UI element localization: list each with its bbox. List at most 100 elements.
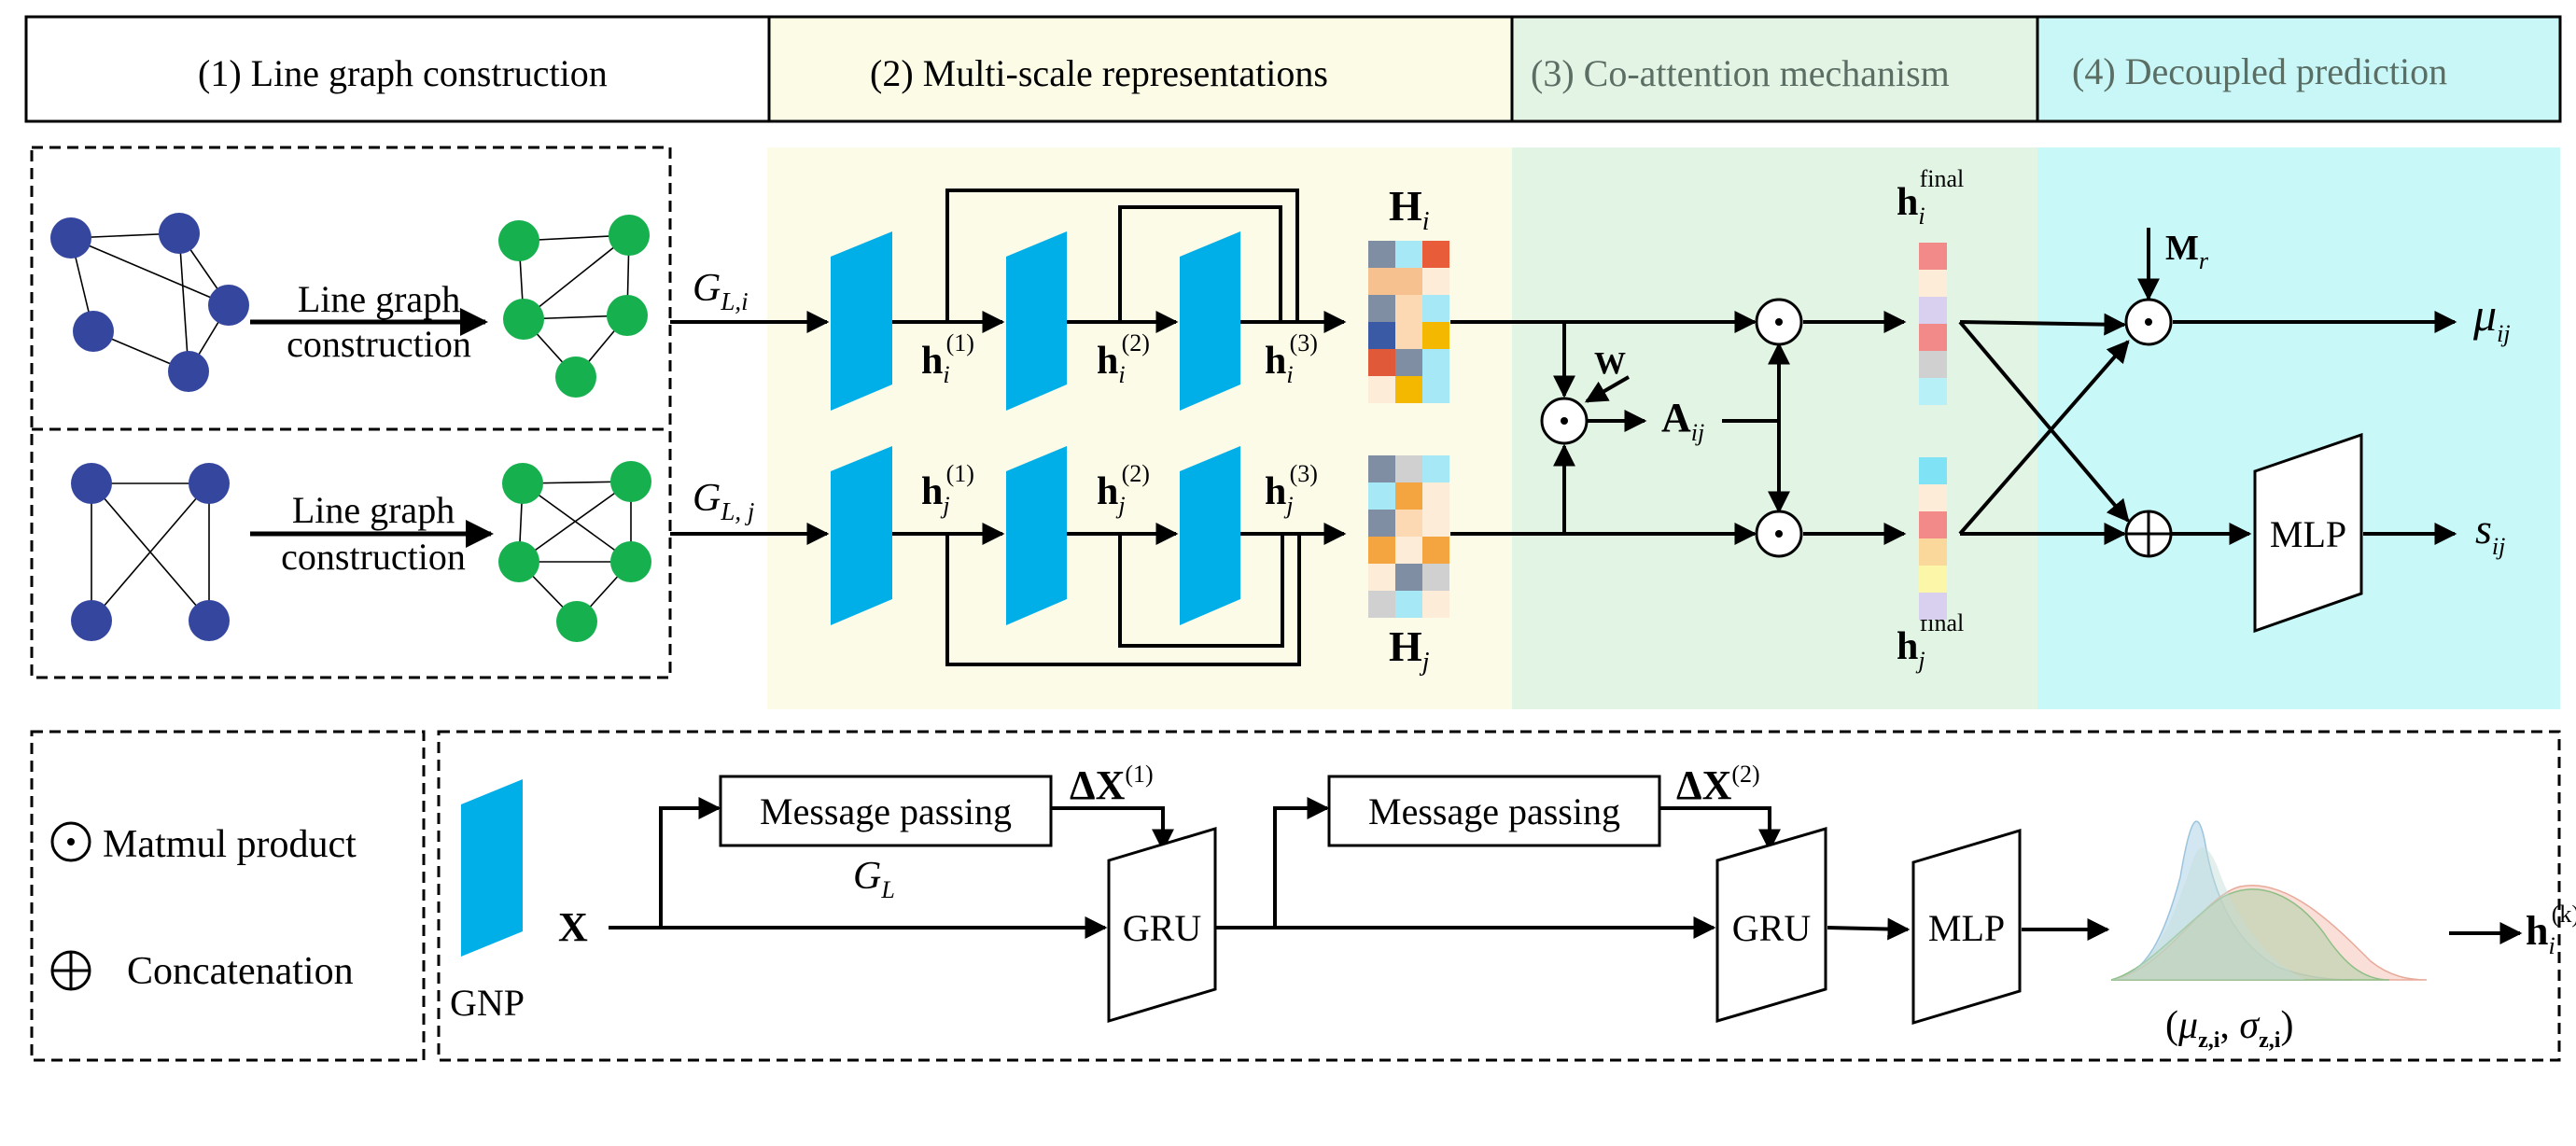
gru-label-2: GRU	[1732, 907, 1812, 949]
matrix-i-cell	[1395, 241, 1422, 268]
matrix-i-cell	[1368, 241, 1395, 268]
h-k-output-label: hi(k)	[2526, 901, 2576, 959]
gnp-block-i-3	[1180, 231, 1240, 411]
matmul-node-j-dot	[1775, 530, 1783, 538]
mlp-block-gnp	[1911, 828, 2022, 1026]
h-final-i-label: hifinal	[1897, 165, 1964, 230]
legend-matmul-icon-dot	[67, 838, 75, 846]
vector-i-cell	[1919, 351, 1947, 378]
mlp-pred-label: MLP	[2270, 513, 2346, 555]
gnp-label: GNP	[450, 982, 525, 1024]
original-graph-i-nodes	[50, 213, 249, 392]
latent-distribution-plot	[2110, 820, 2428, 981]
matrix-i-cell	[1422, 349, 1449, 376]
matrix-i-cell	[1395, 349, 1422, 376]
matrix-i-cell	[1395, 322, 1422, 349]
lg-step-label-j-2: construction	[281, 536, 466, 578]
legend-panel: Matmul product Concatenation	[30, 730, 426, 1062]
matmul-node-mr-dot	[2145, 318, 2152, 326]
line-graph-dashed-box	[30, 146, 672, 679]
gnp-block-j-1	[831, 446, 892, 625]
lg-step-label-j-1: Line graph	[292, 489, 455, 531]
legend-matmul-label: Matmul product	[103, 823, 357, 866]
gnp-block-j-2	[1006, 446, 1067, 625]
original-graph-j	[91, 482, 210, 622]
line-graph-i-nodes	[498, 215, 650, 398]
H-j-label: Hj	[1389, 622, 1430, 677]
message-passing-label-1: Message passing	[760, 790, 1012, 832]
gnp-block-j-3	[1180, 446, 1240, 625]
vector-j-cell	[1919, 457, 1947, 484]
original-graph-j-nodes	[71, 463, 230, 641]
matrix-i-cell	[1422, 376, 1449, 403]
matrix-j-cell	[1395, 455, 1422, 482]
legend-concat-label: Concatenation	[127, 950, 354, 993]
gnp-detail-panel: GNP X Message passing Message passing GL…	[437, 730, 2576, 1062]
multiscale-arrows-j	[892, 523, 1347, 666]
lg-step-label-i-2: construction	[287, 323, 471, 365]
matrix-i-cell	[1368, 268, 1395, 295]
gnp-block-i-2	[1006, 231, 1067, 411]
final-vector-i	[1919, 243, 1947, 405]
matrix-j-cell	[1422, 591, 1449, 618]
h-j-3-label: hj(3)	[1265, 460, 1318, 519]
vector-i-cell	[1919, 297, 1947, 324]
matrix-j-cell	[1368, 455, 1395, 482]
matmul-node-i-dot	[1775, 318, 1783, 326]
mu-ij-label: μij	[2472, 288, 2511, 347]
matrix-i-cell	[1422, 322, 1449, 349]
h-i-2-label: hi(2)	[1097, 329, 1150, 388]
mlp-block-pred	[2253, 432, 2363, 634]
vector-i-cell	[1919, 243, 1947, 270]
matrix-j-cell	[1395, 591, 1422, 618]
input-label-j: GL, j	[693, 477, 754, 525]
matrix-j-cell	[1368, 564, 1395, 591]
gru-label-1: GRU	[1123, 907, 1202, 949]
section-2-title: (2) Multi-scale representations	[870, 52, 1328, 94]
H-i-label: Hi	[1389, 182, 1430, 236]
header-row: (1) Line graph construction (2) Multi-sc…	[24, 15, 2562, 123]
input-label-i: GL,i	[693, 267, 749, 315]
W-label: W	[1594, 346, 1626, 381]
delta-X-1-label: ΔX(1)	[1070, 761, 1154, 808]
line-graph-panel: Line graph construction	[30, 146, 830, 679]
s-ij-label: sij	[2475, 505, 2505, 560]
section-3-title: (3) Co-attention mechanism	[1531, 52, 1950, 94]
gnp-block-i-1	[831, 231, 892, 411]
feature-matrix-i	[1368, 241, 1449, 403]
matrix-i-cell	[1395, 376, 1422, 403]
vector-j-cell	[1919, 538, 1947, 566]
h-i-3-label: hi(3)	[1265, 329, 1318, 388]
matrix-i-cell	[1368, 376, 1395, 403]
matrix-j-cell	[1368, 482, 1395, 510]
A-ij-label: Aij	[1661, 395, 1704, 446]
h-j-1-label: hj(1)	[921, 460, 974, 519]
matrix-j-cell	[1422, 482, 1449, 510]
message-passing-box-1	[719, 775, 1053, 847]
matrix-i-cell	[1422, 268, 1449, 295]
prediction-arrows	[1958, 228, 2457, 545]
lg-step-label-i-1: Line graph	[298, 278, 460, 320]
section-1-title: (1) Line graph construction	[198, 52, 608, 94]
X-label: X	[558, 904, 588, 950]
matrix-j-cell	[1395, 510, 1422, 537]
feature-matrix-j	[1368, 455, 1449, 618]
vector-i-cell	[1919, 270, 1947, 297]
matrix-j-cell	[1368, 537, 1395, 564]
h-i-1-label: hi(1)	[921, 329, 974, 388]
coattention-arrows	[1450, 311, 1907, 545]
gnp-legend-block	[461, 779, 523, 957]
matrix-i-cell	[1422, 241, 1449, 268]
h-j-2-label: hj(2)	[1097, 460, 1150, 519]
gru-block-2	[1715, 826, 1827, 1024]
prediction-background	[2037, 147, 2560, 709]
section-header-4	[2036, 15, 2562, 123]
matrix-i-cell	[1368, 349, 1395, 376]
matrix-j-cell	[1395, 537, 1422, 564]
delta-X-2-label: ΔX(2)	[1676, 761, 1760, 808]
multiscale-panel: hi(1) hi(2) hi(3) hj(1) hj(2) hj(3) Hi H…	[831, 182, 1449, 677]
line-graph-j-nodes	[498, 461, 651, 642]
M-r-label: Mr	[2165, 229, 2209, 274]
multiscale-arrows-i	[892, 189, 1347, 333]
